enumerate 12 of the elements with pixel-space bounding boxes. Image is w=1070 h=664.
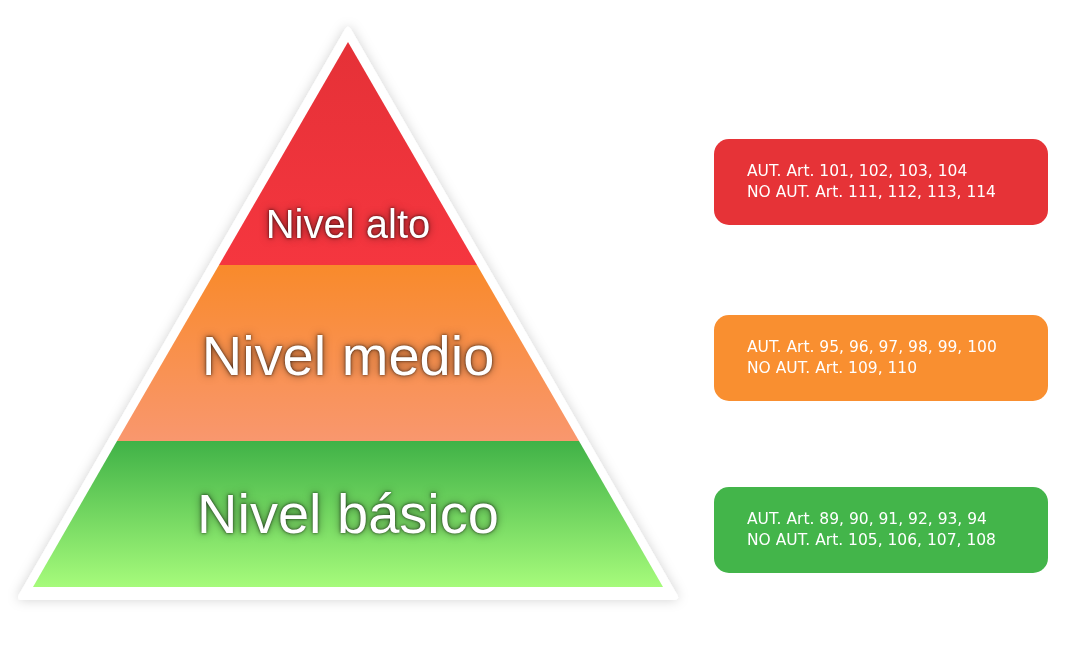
- article-list: NO AUT. Art. 105, 106, 107, 108: [747, 530, 1048, 551]
- level-label: Nivel medio: [200, 323, 496, 389]
- info-box: [714, 487, 1048, 573]
- info-box: [714, 139, 1048, 225]
- level-label: Nivel alto: [264, 202, 432, 247]
- level-label: Nivel básico: [196, 481, 500, 547]
- article-list: AUT. Art. 101, 102, 103, 104: [747, 161, 1048, 182]
- info-box: [714, 315, 1048, 401]
- article-list: AUT. Art. 89, 90, 91, 92, 93, 94: [747, 509, 1048, 530]
- article-list: NO AUT. Art. 109, 110: [747, 358, 1048, 379]
- article-list: NO AUT. Art. 111, 112, 113, 114: [747, 182, 1048, 203]
- article-list: AUT. Art. 95, 96, 97, 98, 99, 100: [747, 337, 1048, 358]
